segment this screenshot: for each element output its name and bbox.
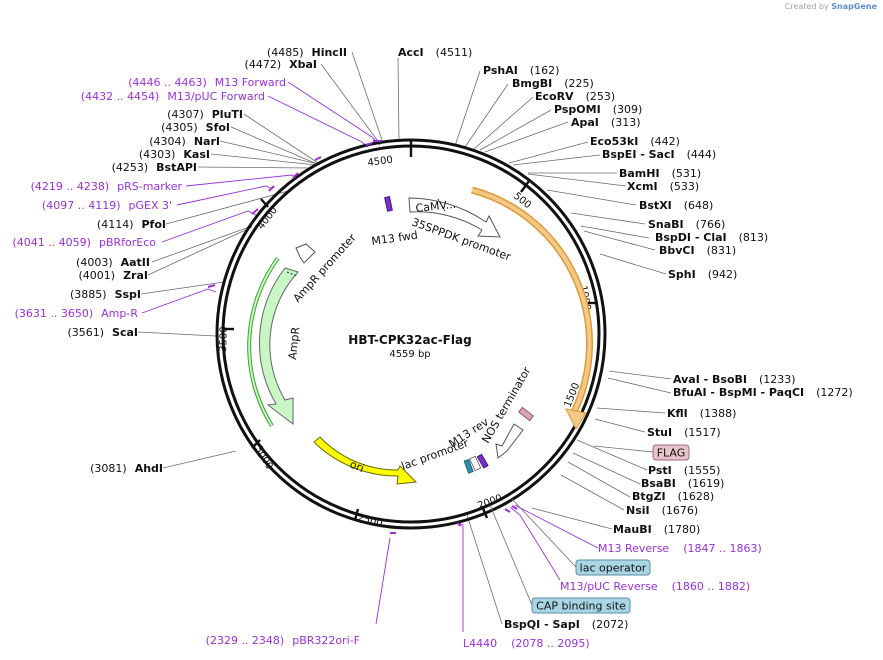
cds-arrowhead: [565, 408, 587, 431]
primer-label: M13 Reverse(1847 .. 1863): [598, 542, 762, 555]
enzyme-label: Eco53kI(442): [590, 135, 680, 148]
feature-box: [652, 444, 690, 461]
tick-label: 2500: [356, 512, 383, 530]
enzyme-label: BspDI - ClaI(813): [655, 231, 768, 244]
enzyme-label: PspOMI(309): [554, 103, 642, 116]
feature-box-label: CAP binding site: [536, 600, 626, 613]
left-labels: (4307)PluTI(4305)SfoI(4304)NarI(4303)Kas…: [12, 76, 360, 647]
m13-rev-marker: [476, 453, 489, 469]
ampr-arrow: [258, 267, 299, 426]
ampr-thin-arc-inner: [248, 257, 279, 427]
enzyme-label: SnaBI(766): [648, 218, 725, 231]
cds-arc-fill: [471, 188, 592, 413]
primer-label: (4097 .. 4119)pGEX 3': [42, 199, 172, 212]
enzyme-label: (4003)AatII: [76, 256, 150, 269]
primer-leader-lines: [141, 81, 599, 632]
enzyme-label: (3081)AhdI: [90, 462, 163, 475]
primer-label: L4440(2078 .. 2095): [463, 637, 590, 650]
enzyme-label: XcmI(533): [627, 180, 699, 193]
primer-label: (3631 .. 3650)Amp-R: [15, 307, 139, 320]
enzyme-label: AvaI - BsoBI(1233): [673, 373, 796, 386]
enzyme-label: BbvCI(831): [659, 244, 736, 257]
credit-prefix: Created by: [784, 2, 829, 11]
enzyme-label: BmgBI(225): [512, 77, 594, 90]
backbone-outer: [215, 138, 607, 530]
enzyme-label: BspEI - SacI(444): [602, 148, 716, 161]
top-label-hincii: (4485)HincII: [267, 46, 347, 59]
plasmid-length: 4559 bp: [389, 349, 430, 360]
feature-box: [531, 597, 631, 614]
enzyme-label: MauBI(1780): [613, 523, 700, 536]
enzyme-label: StuI(1517): [647, 426, 721, 439]
feature-box-label: FLAG: [657, 447, 686, 460]
ampr-promoter-arrow: [295, 243, 316, 264]
flag-marker: [518, 406, 534, 422]
ampr-promoter-label: AmpR promoter: [291, 231, 359, 305]
tick-label: 2000: [476, 493, 504, 512]
tick-label: 4000: [256, 205, 280, 232]
enzyme-label: (4303)KasI: [139, 148, 210, 161]
enzyme-label: (4114)PfoI: [97, 218, 166, 231]
enzyme-label: BfuAI - BspMI - PaqCI(1272): [673, 386, 853, 399]
enzyme-label: KflI(1388): [667, 407, 736, 420]
enzyme-label: EcoRV(253): [535, 90, 615, 103]
nos-label: NOS terminator: [479, 364, 533, 445]
lac-promoter-label: lac promoter: [400, 436, 471, 472]
cap-site-marker: [463, 458, 474, 474]
ori-label: ori: [348, 458, 366, 475]
plasmid-name: HBT-CPK32ac-Flag: [348, 333, 471, 347]
enzyme-label: SphI(942): [668, 268, 737, 281]
primer-ticks: [207, 140, 518, 534]
m13fwd-label: M13 fwd: [371, 229, 419, 248]
enzyme-label: BspQI - SapI(2072): [504, 618, 628, 631]
primer-label: (2329 .. 2348)pBR322ori-F: [206, 634, 360, 647]
box-leader: [489, 504, 533, 606]
enzyme-label: (4305)SfoI: [161, 121, 230, 134]
enzyme-label: (4304)NarI: [149, 135, 220, 148]
enzyme-label: (4001)ZraI: [79, 269, 149, 282]
primer-label: (4041 .. 4059)pBRforEco: [12, 236, 156, 249]
camv-label: CaMV...: [415, 198, 457, 215]
p35s-hatch: [437, 198, 447, 214]
enzyme-label: ApaI(313): [571, 116, 641, 129]
enzyme-label: (4253)BstAPI: [112, 161, 197, 174]
snapgene-credit: Created by SnapGene: [785, 2, 877, 11]
primer-label: (4432 .. 4454)M13/pUC Forward: [81, 90, 265, 103]
ori-arrow: [313, 436, 418, 485]
enzyme-label: (3885)SspI: [70, 288, 141, 301]
ampr-label: AmpR: [286, 326, 302, 360]
tick-marks: [222, 141, 598, 521]
enzyme-label: (4307)PluTI: [167, 108, 243, 121]
enzyme-label: PstI(1555): [648, 464, 720, 477]
tick-label: 4500: [367, 155, 394, 169]
ampr-hatch: [286, 271, 298, 277]
lac-operator-marker: [469, 455, 482, 472]
enzyme-label: BsaBI(1619): [641, 477, 724, 490]
box-leader: [593, 445, 654, 453]
leader-lines: [137, 51, 672, 625]
p35s-arrow: [408, 197, 501, 238]
enzyme-label: BtgZI(1628): [632, 490, 714, 503]
top-label-acci: AccI(4511): [398, 46, 472, 59]
m13-fwd-marker: [384, 196, 393, 212]
top-label-xbai: (4472)XbaI: [245, 58, 317, 71]
enzyme-label: NsiI(1676): [626, 504, 698, 517]
enzyme-label: (3561)ScaI: [67, 326, 138, 339]
primer-label: (4219 .. 4238)pRS-marker: [31, 180, 183, 193]
primer-label: (4446 .. 4463)M13 Forward: [128, 76, 286, 89]
right-labels: PshAI(162)BmgBI(225)EcoRV(253)PspOMI(309…: [463, 64, 853, 650]
credit-brand: SnapGene: [831, 2, 877, 11]
box-leader: [511, 498, 577, 568]
tick-label: 3500: [218, 326, 230, 352]
feature-box-label: lac operator: [580, 562, 647, 575]
feature-box: [575, 559, 651, 576]
enzyme-label: BamHI(531): [619, 167, 701, 180]
nos-terminator-arrow: [495, 423, 524, 459]
p35s-label: 35SPPDK promoter: [410, 216, 513, 264]
enzyme-label: BstXI(648): [639, 199, 713, 212]
enzyme-label: PshAI(162): [483, 64, 559, 77]
primer-label: M13/pUC Reverse(1860 .. 1882): [560, 580, 750, 593]
